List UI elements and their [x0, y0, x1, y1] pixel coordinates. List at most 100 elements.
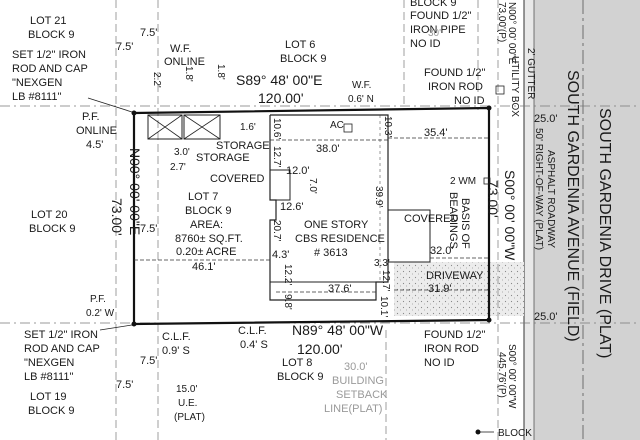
setback-line3: SETBACK [336, 389, 388, 401]
dim-38-0: 38.0' [316, 143, 340, 155]
dim-37-6: 37.6' [328, 283, 352, 295]
covered-label-2: COVERED [404, 213, 458, 225]
lot7-line1: LOT 7 [188, 191, 218, 203]
road-row: 50' RIGHT-OF-WAY (PLAT) [533, 128, 544, 250]
ne-corner-marker [486, 105, 492, 111]
road-name-plat: SOUTH GARDENIA DRIVE (PLAT) [596, 108, 613, 358]
dim-3-3: 3.3' [374, 258, 390, 269]
lot19-line1: LOT 19 [30, 391, 67, 403]
dim-39-9: 39.9' [373, 186, 384, 207]
se-corner-marker [486, 317, 492, 323]
block-label: BLOCK [498, 428, 532, 439]
dim-31-9: 31.9' [428, 283, 452, 295]
dim-1-8-b: 1.8' [215, 64, 226, 80]
dim-7-5-c: 7.5' [140, 223, 157, 235]
basis-line1: BASIS OF [459, 198, 471, 249]
lot6-line2: BLOCK 9 [280, 53, 326, 65]
east-bottom-bearing: S00° 00' 00"W [506, 344, 517, 409]
dim-2-7: 2.7' [170, 162, 186, 173]
north-bearing: S89° 48' 00"E [236, 72, 322, 88]
sw-iron-leader [99, 324, 133, 331]
lot6-line1: LOT 6 [285, 39, 315, 51]
storage-shed-2 [183, 114, 221, 140]
clf-w-line2: 0.9' S [162, 345, 190, 357]
lot20-line2: BLOCK 9 [29, 223, 75, 235]
ac-unit-symbol [343, 123, 353, 133]
dim-10-1: 10.1' [378, 296, 389, 317]
dim-35-4: 35.4' [424, 127, 448, 139]
road-asphalt: ASPHALT ROADWAY [545, 150, 556, 248]
road-name-field: SOUTH GARDENIA AVENUE (FIELD) [564, 70, 581, 342]
storage-shed-2-x2 [183, 114, 221, 140]
driveway-label: DRIVEWAY [426, 270, 484, 282]
dim-7-5-b: 7.5' [140, 27, 157, 39]
setback-top-label: 30' [428, 28, 441, 39]
dim-1-8-a: 1.8' [183, 66, 194, 82]
north-distance: 120.00' [258, 90, 304, 106]
dim-2-2: 2.2' [151, 72, 162, 88]
residence-line3: # 3613 [314, 247, 348, 259]
east-bearing: S00° 00' 00"W [502, 170, 518, 261]
gutter-label: 2' GUTTER [525, 48, 536, 99]
sw-iron-line3: "NEXGEN [24, 357, 74, 369]
se-rod-line3: NO ID [424, 357, 455, 369]
dim-4-3: 4.3' [272, 249, 289, 261]
dim-4-5: 4.5' [86, 139, 103, 151]
east-bottom-distance: 445.76'(P) [496, 352, 507, 398]
road-width-bottom: 25.0' [534, 311, 558, 323]
dim-12-6: 12.6' [280, 201, 304, 213]
residence-line2: CBS RESIDENCE [295, 233, 385, 245]
se-rod-line2: IRON ROD [424, 343, 479, 355]
lot8-line1: LOT 8 [282, 357, 312, 369]
dim-7-5-a: 7.5' [116, 41, 133, 53]
ue-line2: U.E. [178, 398, 197, 409]
dim-20-7: 20.7' [271, 220, 282, 241]
road-width-top: 25.0' [534, 113, 558, 125]
clf-e-line1: C.L.F. [238, 325, 267, 337]
utility-box-symbol [495, 85, 505, 95]
wf-n-line2: 0.6' N [348, 94, 374, 105]
wf-online-line2: ONLINE [164, 56, 205, 68]
dim-46-1: 46.1' [192, 261, 216, 273]
dim-9-8: 9.8' [282, 294, 293, 310]
dim-12-7-a: 12.7' [271, 146, 282, 167]
dim-3-0: 3.0' [174, 147, 190, 158]
west-distance: 73.00' [109, 198, 125, 236]
dim-7-0: 7.0' [307, 178, 318, 194]
lot8-line2: BLOCK 9 [277, 371, 323, 383]
ue-line1: 15.0' [176, 384, 197, 395]
pf-w-line2: 0.2' W [86, 308, 115, 319]
ne-rod-line1: FOUND 1/2" [424, 67, 485, 79]
covered-area-outline [270, 169, 291, 201]
nw-iron-line4: LB #8111" [12, 91, 61, 103]
clf-e-line2: 0.4' S [240, 339, 268, 351]
storage-shed-1-x2 [147, 114, 183, 140]
storage-label-2: STORAGE [196, 152, 250, 164]
setback-line4: LINE(PLAT) [324, 403, 382, 415]
covered-porch-outline [388, 209, 431, 263]
basis-line2: BEARINGS [447, 192, 459, 249]
nw-iron-line3: "NEXGEN [12, 77, 62, 89]
sw-iron-line4: LB #8111" [24, 371, 73, 383]
dim-10-3: 10.3' [382, 116, 393, 137]
lot20-line1: LOT 20 [31, 209, 68, 221]
ne-rod-line2: IRON ROD [428, 81, 483, 93]
nw-iron-line1: SET 1/2" IRON [12, 49, 86, 61]
lot21-line2: BLOCK 9 [28, 29, 74, 41]
east-distance: 73.00' [485, 180, 501, 218]
lot7-line2: BLOCK 9 [185, 205, 231, 217]
sw-iron-line2: ROD AND CAP [24, 343, 100, 355]
nw-iron-line2: ROD AND CAP [12, 63, 88, 75]
lot7-line4: 8760± SQ.FT. [175, 233, 243, 245]
pf-online-line1: P.F. [82, 111, 100, 123]
water-meter-symbol [483, 177, 491, 185]
nw-iron-leader [87, 97, 133, 113]
block-corner-marker [475, 429, 481, 435]
road-strip [524, 0, 640, 440]
ue-line3: (PLAT) [174, 412, 205, 423]
setback-line2: BUILDING [332, 375, 384, 387]
driveway-area [394, 262, 524, 316]
south-bearing: N89° 48' 00"W [292, 322, 384, 338]
covered-label-1: COVERED [210, 173, 264, 185]
ne-pipe-line3: IRON PIPE [410, 24, 466, 36]
